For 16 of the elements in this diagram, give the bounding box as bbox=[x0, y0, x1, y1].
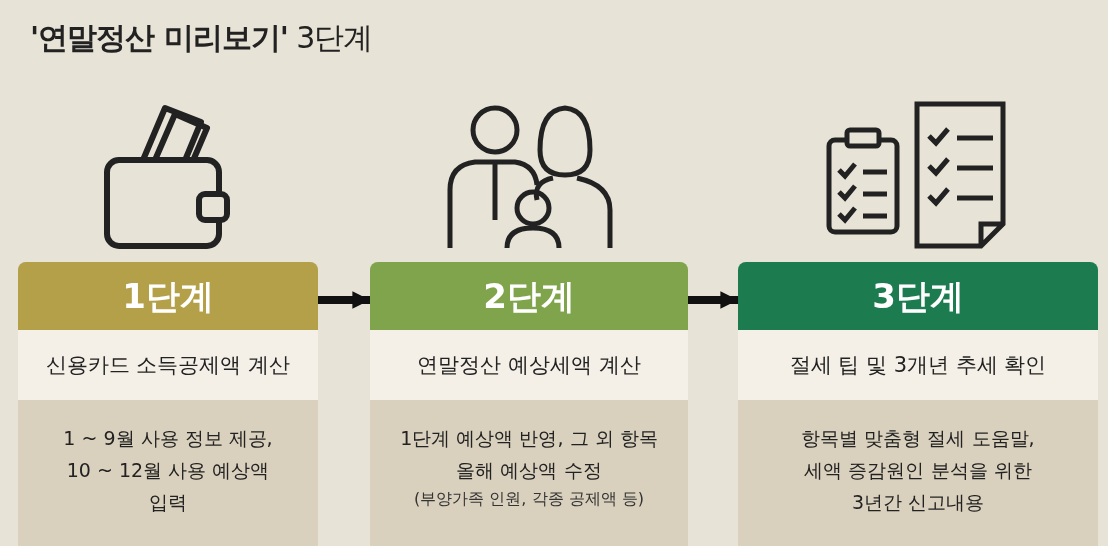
step-header: 1단계 bbox=[18, 262, 318, 330]
step-header: 3단계 bbox=[738, 262, 1098, 330]
step-note: (부양가족 인원, 각종 공제액 등) bbox=[413, 488, 645, 510]
step-subtitle: 신용카드 소득공제액 계산 bbox=[18, 330, 318, 400]
step-description: 항목별 맞춤형 절세 도움말, 세액 증감원인 분석을 위한 3년간 신고내용 bbox=[800, 426, 1036, 515]
step-header: 2단계 bbox=[370, 262, 688, 330]
step-subtitle: 연말정산 예상세액 계산 bbox=[370, 330, 688, 400]
arrow bbox=[318, 291, 370, 309]
title: '연말정산 미리보기' 3단계 bbox=[30, 19, 373, 57]
step-subtitle: 절세 팁 및 3개년 추세 확인 bbox=[738, 330, 1098, 400]
step-description: 1단계 예상액 반영, 그 외 항목 올해 예상액 수정 bbox=[399, 426, 659, 483]
arrow bbox=[688, 291, 738, 309]
step-card bbox=[738, 262, 1098, 546]
step-card bbox=[18, 262, 318, 546]
step-card bbox=[370, 262, 688, 546]
step-description: 1 ~ 9월 사용 정보 제공, 10 ~ 12월 사용 예상액 입력 bbox=[62, 426, 274, 515]
